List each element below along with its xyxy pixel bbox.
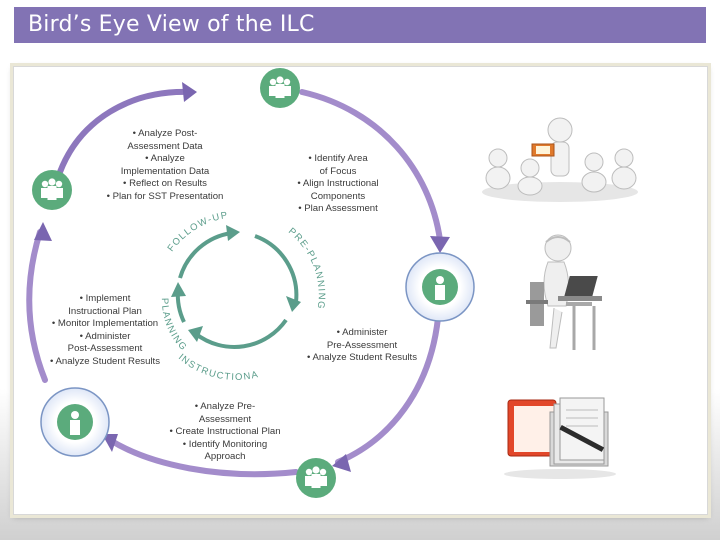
outer-arrow-right [332, 454, 351, 472]
note-line: • Administer [336, 327, 388, 338]
note-line: • Analyze [145, 153, 185, 164]
note-line: • Analyze Student Results [50, 355, 161, 367]
inner-arrow-pre-planning [286, 296, 301, 312]
note-line: • Analyze Post- [132, 128, 198, 139]
inner-arrow-instructional [188, 326, 203, 342]
teacher-reading-illustration [482, 117, 638, 202]
note-line: • Monitor Implementation [51, 318, 159, 329]
note-line: • Analyze Student Results [306, 352, 418, 363]
file-folders-illustration [504, 397, 616, 479]
slide-title-bar: Bird’s Eye View of the ILC [14, 7, 706, 43]
node-top [260, 68, 300, 108]
inner-arrow-follow-up [226, 225, 240, 241]
note-line: • Create Instructional Plan [169, 426, 281, 437]
note-line: Components [310, 190, 366, 202]
outer-arc-bottom [107, 437, 299, 478]
note-line: • Administer [79, 330, 131, 342]
inner-arrow-planning [171, 282, 186, 297]
notes-right: • Administer Pre-Assessment • Analyze St… [297, 327, 427, 365]
notes-top-right: • Identify Area of Focus • Align Instruc… [288, 153, 388, 216]
note-line: • Analyze Pre- [194, 401, 256, 412]
notes-left: • Implement Instructional Plan • Monitor… [50, 293, 160, 368]
note-line: • Identify Area [308, 153, 368, 164]
note-line: • Reflect on Results [123, 178, 207, 189]
note-line: • Plan Assessment [298, 203, 378, 214]
note-line: Implementation Data [120, 165, 210, 177]
note-line: Post-Assessment [67, 343, 143, 354]
note-line: Approach [204, 451, 246, 462]
node-bottom [296, 458, 336, 498]
outer-arrow-top-left [182, 82, 197, 102]
notes-top-left: • Analyze Post- Assessment Data • Analyz… [100, 128, 230, 203]
note-line: • Align Instructional [297, 178, 379, 189]
outer-arc-top-right [299, 89, 443, 243]
phase-label-planning: PLANNING [159, 298, 189, 354]
note-line: Assessment [198, 413, 252, 425]
node-left [32, 170, 72, 210]
node-right [405, 252, 475, 322]
outer-arc-left [26, 229, 48, 383]
note-line: • Identify Monitoring [182, 438, 268, 450]
person-at-laptop-illustration [526, 234, 602, 350]
notes-bottom: • Analyze Pre- Assessment • Create Instr… [160, 401, 290, 464]
outer-arrow-top-right [430, 236, 450, 253]
outer-arrow-bottom [102, 434, 118, 452]
note-line: Assessment Data [127, 140, 203, 152]
note-line: of Focus [319, 165, 357, 177]
note-line: • Plan for SST Presentation [106, 190, 224, 202]
inner-arc-follow-up [178, 231, 233, 279]
slide-title: Bird’s Eye View of the ILC [28, 12, 315, 37]
outer-arc-right [335, 315, 441, 465]
note-line: Pre-Assessment [326, 339, 398, 351]
inner-arc-pre-planning [254, 234, 299, 303]
note-line: • Implement [79, 293, 131, 304]
note-line: Instructional Plan [68, 305, 142, 317]
node-bottom-left [40, 387, 110, 457]
outer-arrow-left [34, 222, 52, 241]
inner-arc-instructional [194, 318, 288, 349]
outer-arc-top-left [57, 88, 193, 175]
